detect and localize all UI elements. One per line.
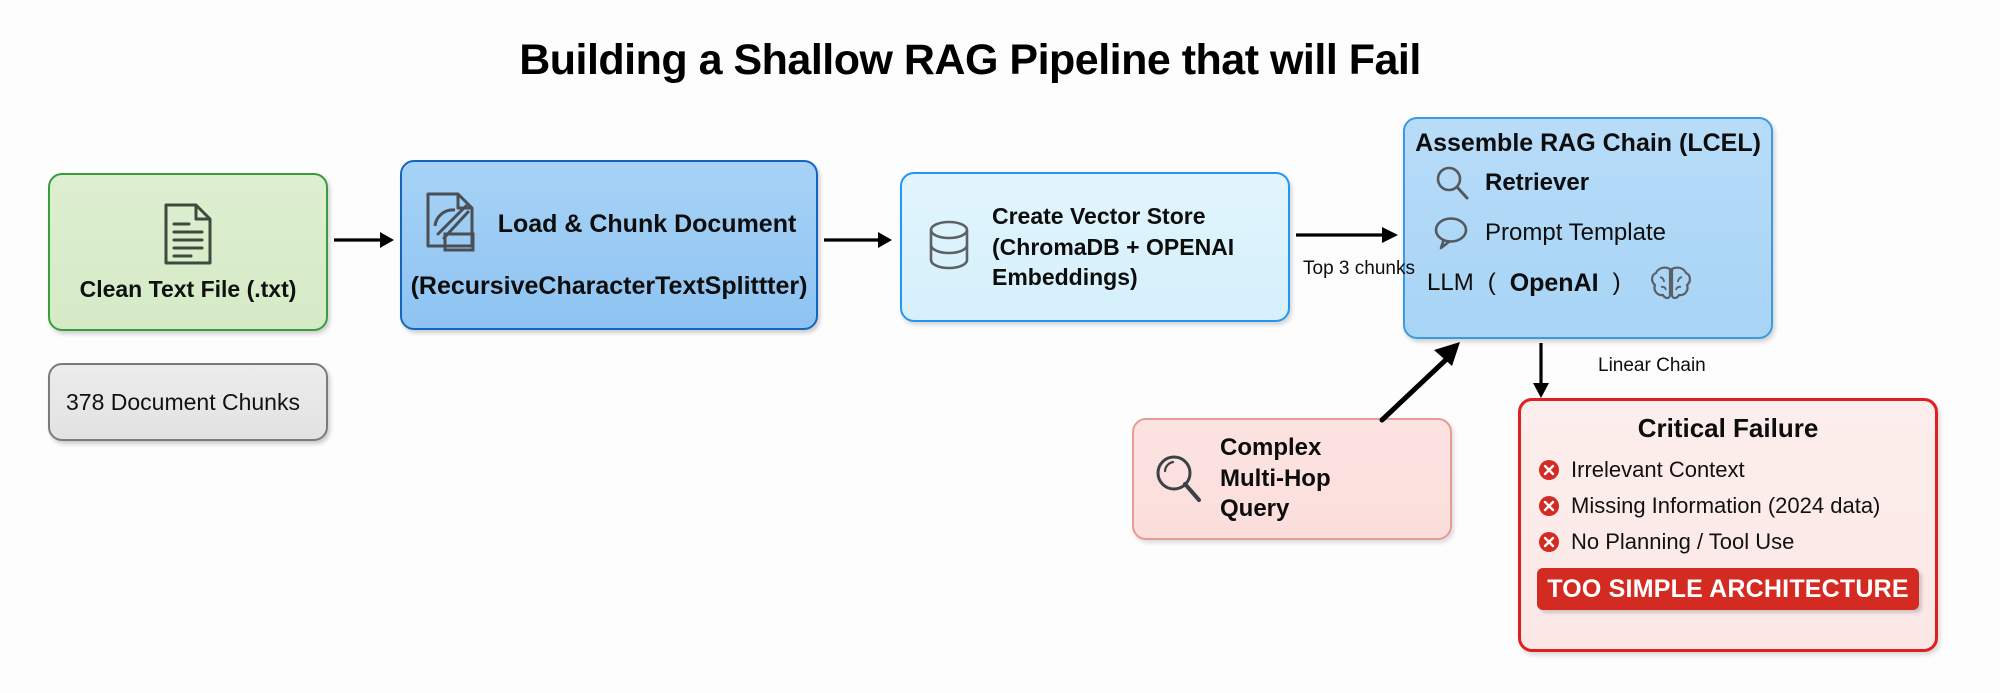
rag-row-prompt-template[interactable]: Prompt Template bbox=[1405, 208, 1771, 258]
rag-chain-title: Assemble RAG Chain (LCEL) bbox=[1415, 129, 1761, 157]
vector-store-line1: Create Vector Store bbox=[992, 203, 1206, 230]
query-line3: Query bbox=[1220, 495, 1290, 523]
node-assemble-rag-chain[interactable]: Assemble RAG Chain (LCEL) Retriever Prom… bbox=[1403, 117, 1773, 339]
arrow-right-icon bbox=[1296, 227, 1398, 243]
node-clean-text-file[interactable]: Clean Text File (.txt) bbox=[48, 173, 328, 331]
failure-item-no-planning: No Planning / Tool Use bbox=[1537, 524, 1919, 560]
failure-item-irrelevant-context: Irrelevant Context bbox=[1537, 452, 1919, 488]
vector-store-text: Create Vector Store (ChromaDB + OPENAI E… bbox=[992, 201, 1234, 293]
magnifier-icon bbox=[1152, 451, 1204, 507]
banner-label: TOO SIMPLE ARCHITECTURE bbox=[1547, 574, 1909, 603]
brain-icon bbox=[1649, 264, 1693, 302]
edge-label-top-3-chunks: Top 3 chunks bbox=[1303, 258, 1415, 279]
document-chunks-label: 378 Document Chunks bbox=[66, 388, 300, 415]
speech-bubble-icon bbox=[1433, 216, 1471, 250]
node-create-vector-store[interactable]: Create Vector Store (ChromaDB + OPENAI E… bbox=[900, 172, 1290, 322]
failure-item-missing-information: Missing Information (2024 data) bbox=[1537, 488, 1919, 524]
node-critical-failure[interactable]: Critical Failure Irrelevant Context Miss… bbox=[1518, 398, 1938, 652]
arrow-right-icon bbox=[824, 232, 892, 248]
vector-store-line3: Embeddings) bbox=[992, 264, 1138, 291]
node-document-chunks-badge[interactable]: 378 Document Chunks bbox=[48, 363, 328, 441]
document-split-icon bbox=[422, 190, 482, 260]
arrow-diagonal-up-icon bbox=[1379, 342, 1460, 423]
document-icon bbox=[161, 202, 215, 266]
rag-row-llm[interactable]: LLM ( OpenAI ) bbox=[1405, 258, 1771, 308]
error-x-icon bbox=[1537, 458, 1561, 482]
error-x-icon bbox=[1537, 530, 1561, 554]
too-simple-architecture-banner: TOO SIMPLE ARCHITECTURE bbox=[1537, 568, 1919, 610]
database-icon bbox=[924, 218, 974, 276]
rag-llm-close-paren: ) bbox=[1612, 269, 1621, 296]
edge-label-linear-chain: Linear Chain bbox=[1598, 355, 1706, 376]
failure-item-text: Missing Information (2024 data) bbox=[1571, 493, 1881, 518]
query-line2: Multi-Hop bbox=[1220, 464, 1331, 492]
load-chunk-subtitle: (RecursiveCharacterTextSplittter) bbox=[410, 271, 808, 300]
error-x-icon bbox=[1537, 494, 1561, 518]
node-load-chunk-document[interactable]: Load & Chunk Document (RecursiveCharacte… bbox=[400, 160, 818, 330]
failure-item-text: Irrelevant Context bbox=[1571, 457, 1745, 482]
rag-llm-open-paren: ( bbox=[1487, 269, 1496, 296]
query-text: Complex Multi-Hop Query bbox=[1220, 433, 1331, 525]
arrow-down-icon bbox=[1533, 343, 1549, 398]
magnifier-icon bbox=[1433, 164, 1471, 202]
query-line1: Complex bbox=[1220, 433, 1322, 461]
critical-failure-title: Critical Failure bbox=[1637, 413, 1819, 443]
rag-llm-label: LLM bbox=[1427, 269, 1474, 296]
failure-item-text: No Planning / Tool Use bbox=[1571, 529, 1795, 554]
rag-prompt-template-label: Prompt Template bbox=[1485, 219, 1666, 246]
arrow-right-icon bbox=[334, 232, 394, 248]
rag-row-retriever[interactable]: Retriever bbox=[1405, 158, 1771, 208]
page-title: Building a Shallow RAG Pipeline that wil… bbox=[519, 36, 1421, 84]
node-clean-text-label: Clean Text File (.txt) bbox=[79, 275, 297, 302]
load-chunk-title: Load & Chunk Document bbox=[497, 210, 797, 238]
node-complex-multihop-query[interactable]: Complex Multi-Hop Query bbox=[1132, 418, 1452, 540]
vector-store-line2: (ChromaDB + OPENAI bbox=[992, 233, 1235, 260]
rag-llm-provider: OpenAI bbox=[1509, 268, 1599, 297]
rag-retriever-label: Retriever bbox=[1485, 169, 1590, 196]
